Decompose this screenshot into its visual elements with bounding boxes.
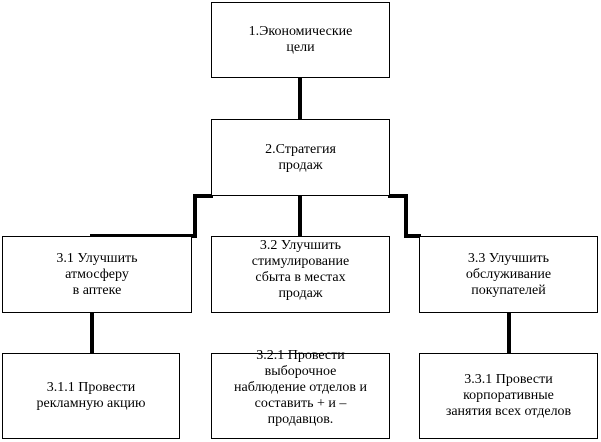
node-action-ad-campaign-label: 3.1.1 Провести рекламную акцию (36, 380, 146, 411)
node-action-ad-campaign: 3.1.1 Провести рекламную акцию (2, 353, 180, 439)
node-action-corporate-training: 3.3.1 Провести корпоративные занятия все… (419, 353, 598, 439)
node-sales-strategy-label: 2.Стратегия продаж (265, 141, 336, 173)
node-goal-customer-service: 3.3 Улучшить обслуживание покупателей (419, 236, 598, 313)
node-action-department-observation-label: 3.2.1 Провести выборочное наблюдение отд… (234, 348, 367, 427)
connector-strategy-goal-left (90, 194, 213, 238)
node-action-department-observation: 3.2.1 Провести выборочное наблюдение отд… (211, 348, 390, 439)
node-goal-customer-service-label: 3.3 Улучшить обслуживание покупателей (465, 250, 552, 298)
node-economic-goals: 1.Экономические цели (211, 2, 390, 78)
node-goal-sales-promotion: 3.2 Улучшить стимулирование сбыта в мест… (211, 236, 390, 313)
node-action-corporate-training-label: 3.3.1 Провести корпоративные занятия все… (445, 372, 572, 419)
node-goal-atmosphere-label: 3.1 Улучшить атмосферу в аптеке (56, 250, 138, 298)
node-goal-sales-promotion-label: 3.2 Улучшить стимулирование сбыта в мест… (251, 238, 350, 301)
node-sales-strategy: 2.Стратегия продаж (211, 119, 390, 196)
connector-strategy-goal-right (388, 194, 421, 238)
node-economic-goals-label: 1.Экономические цели (248, 24, 353, 55)
node-goal-atmosphere: 3.1 Улучшить атмосферу в аптеке (2, 236, 192, 313)
